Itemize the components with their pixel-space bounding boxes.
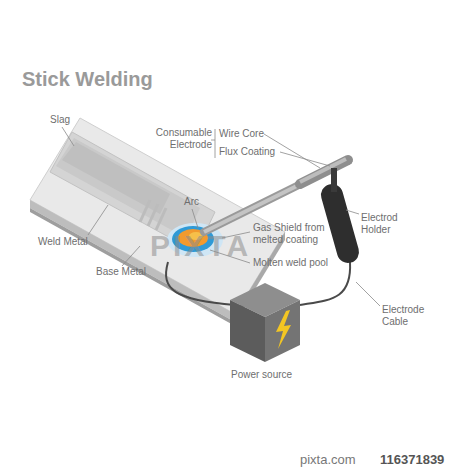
part-label: Electrod Holder — [361, 212, 413, 236]
part-label: Electrode Cable — [382, 304, 437, 328]
part-label: Wire Core — [219, 128, 264, 140]
title: Stick Welding — [22, 68, 153, 91]
part-label: Consumable Electrode — [146, 127, 212, 151]
part-label: Flux Coating — [219, 146, 275, 158]
part-label: Gas Shield from melted coating — [253, 222, 345, 246]
part-label: Molten weld pool — [253, 257, 328, 269]
watermark: PIXTA — [150, 230, 251, 262]
watermark: 116371839 — [380, 452, 444, 467]
part-label: Power source — [231, 369, 292, 381]
power-source — [230, 283, 300, 362]
part-label: Arc — [184, 196, 199, 208]
watermark: pixta.com — [300, 452, 356, 467]
watermark-bar — [0, 446, 450, 469]
part-label: Slag — [50, 114, 70, 126]
part-label: Base Metal — [96, 266, 146, 278]
bead-ripples — [140, 200, 166, 230]
leader-line — [62, 127, 380, 306]
electrode-holder — [332, 168, 348, 252]
part-label: Weld Metal — [38, 236, 88, 248]
